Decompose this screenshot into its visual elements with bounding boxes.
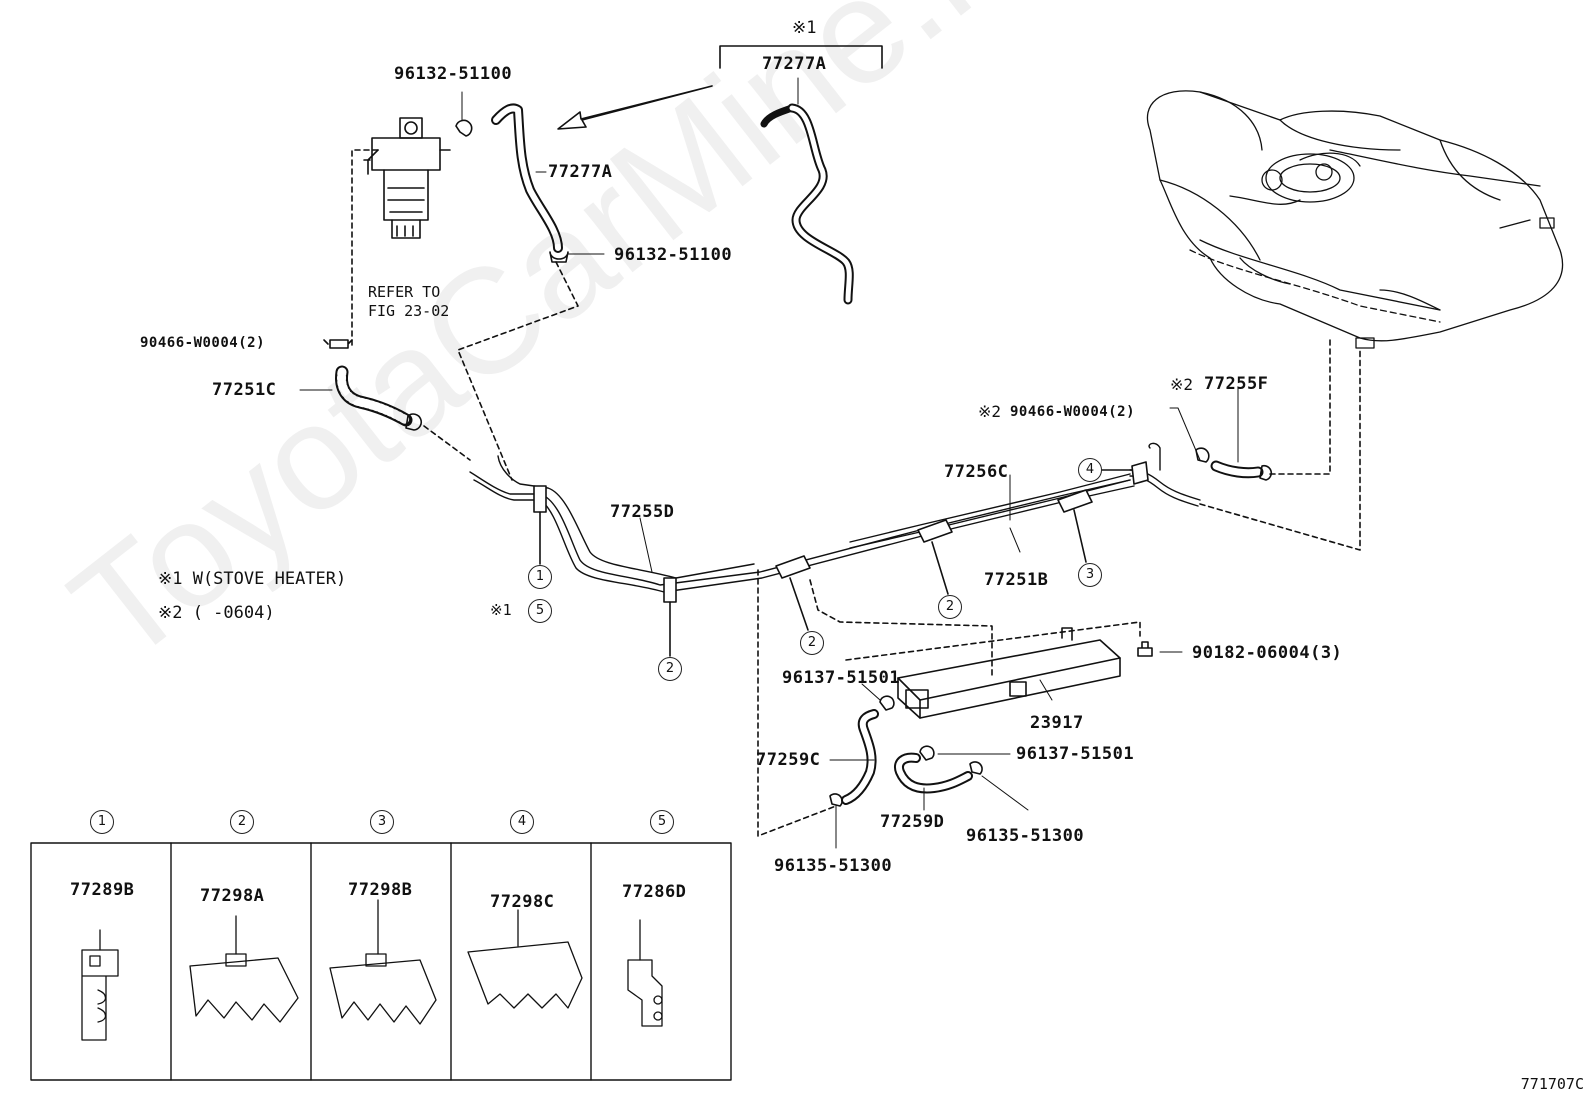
clamp-90466-left bbox=[323, 339, 353, 349]
bolt-90182 bbox=[1137, 641, 1153, 657]
clamp-96132-top bbox=[455, 119, 473, 137]
label-96132-mid: 96132-51100 bbox=[614, 245, 733, 265]
label-77277a-top: 77277A bbox=[762, 54, 827, 74]
clamp-block-3 bbox=[1057, 489, 1093, 513]
clamp-block-2c bbox=[917, 519, 953, 543]
callout-3: 3 bbox=[1078, 563, 1102, 587]
table-part-77298a: 77298A bbox=[200, 886, 265, 906]
label-77259c: 77259C bbox=[756, 750, 821, 770]
label-77259d: 77259D bbox=[880, 812, 945, 832]
hose-77255f bbox=[1210, 460, 1264, 479]
table-header-5: 5 bbox=[650, 810, 674, 834]
label-77255d: 77255D bbox=[610, 502, 675, 522]
label-77256c: 77256C bbox=[944, 462, 1009, 482]
table-part-77298b: 77298B bbox=[348, 880, 413, 900]
label-96132-top: 96132-51100 bbox=[394, 64, 513, 84]
label-90466-right: 90466-W0004(2) bbox=[1010, 404, 1136, 420]
label-90466-left: 90466-W0004(2) bbox=[140, 335, 266, 351]
callout-2b: 2 bbox=[800, 631, 824, 655]
label-96135-a: 96135-51300 bbox=[774, 856, 893, 876]
fig-reference: FIG 23-02 bbox=[368, 302, 450, 320]
note-2: ※2 ( -0604) bbox=[158, 603, 275, 623]
refer-text: REFER TO bbox=[368, 283, 441, 301]
label-96135-b: 96135-51300 bbox=[966, 826, 1085, 846]
label-96137-a: 96137-51501 bbox=[782, 668, 901, 688]
clamp-96137-a bbox=[879, 695, 895, 711]
table-part-77289b: 77289B bbox=[70, 880, 135, 900]
note-1: ※1 W(STOVE HEATER) bbox=[158, 569, 347, 589]
clamp-90466-right bbox=[1195, 447, 1210, 463]
hose-77259c bbox=[841, 709, 879, 805]
callout-4: 4 bbox=[1078, 458, 1102, 482]
table-header-1: 1 bbox=[90, 810, 114, 834]
clamp-block-4 bbox=[1131, 461, 1149, 485]
hose-77277a bbox=[491, 103, 563, 253]
callout-1: 1 bbox=[528, 565, 552, 589]
label-90182: 90182-06004(3) bbox=[1192, 643, 1343, 663]
table-part-77286d: 77286D bbox=[622, 882, 687, 902]
label-96137-b: 96137-51501 bbox=[1016, 744, 1135, 764]
pointer-arrow bbox=[557, 85, 713, 130]
callout-5: 5 bbox=[528, 599, 552, 623]
variant-mark-top: ※1 bbox=[792, 18, 817, 38]
clamp-block-2a bbox=[663, 577, 677, 603]
variant-mark-circle5: ※1 bbox=[490, 601, 512, 619]
canister-23917 bbox=[897, 627, 1121, 719]
variant-mark-2a: ※2 bbox=[1170, 375, 1194, 394]
clamp-77298a-drawing bbox=[189, 915, 299, 1023]
table-header-3: 3 bbox=[370, 810, 394, 834]
table-header-4: 4 bbox=[510, 810, 534, 834]
clamp-96135-b bbox=[969, 761, 983, 775]
fuel-tank bbox=[1146, 90, 1564, 349]
label-23917: 23917 bbox=[1030, 713, 1084, 733]
clamp-block-2b bbox=[775, 555, 811, 579]
table-header-2: 2 bbox=[230, 810, 254, 834]
label-77277a-mid: 77277A bbox=[548, 162, 613, 182]
label-77255f: 77255F bbox=[1204, 374, 1269, 394]
clamp-96132-mid bbox=[549, 251, 569, 263]
variant-mark-2b: ※2 bbox=[978, 402, 1002, 421]
clamp-77298b-drawing bbox=[329, 899, 437, 1025]
callout-2a: 2 bbox=[658, 657, 682, 681]
fuel-filter-assembly bbox=[363, 117, 451, 239]
clamp-77251c bbox=[405, 413, 423, 431]
hose-77251c bbox=[335, 365, 413, 427]
clamp-77286d-drawing bbox=[627, 919, 663, 1027]
clamp-table bbox=[30, 842, 732, 1081]
variant-bracket bbox=[719, 45, 883, 69]
hose-77259d bbox=[894, 752, 973, 794]
clamp-96135-a bbox=[829, 793, 843, 807]
label-77251c: 77251C bbox=[212, 380, 277, 400]
clamp-77255f bbox=[1259, 464, 1273, 481]
callout-2c: 2 bbox=[938, 595, 962, 619]
clamp-block-1 bbox=[533, 485, 547, 513]
clamp-77298c-drawing bbox=[467, 909, 583, 1009]
label-77251b: 77251B bbox=[984, 570, 1049, 590]
figure-code: 771707C bbox=[1520, 1075, 1584, 1093]
hose-77277a-variant bbox=[760, 103, 854, 305]
clamp-96137-b bbox=[919, 745, 935, 761]
table-part-77298c: 77298C bbox=[490, 892, 555, 912]
clamp-77289b-drawing bbox=[81, 929, 119, 1041]
